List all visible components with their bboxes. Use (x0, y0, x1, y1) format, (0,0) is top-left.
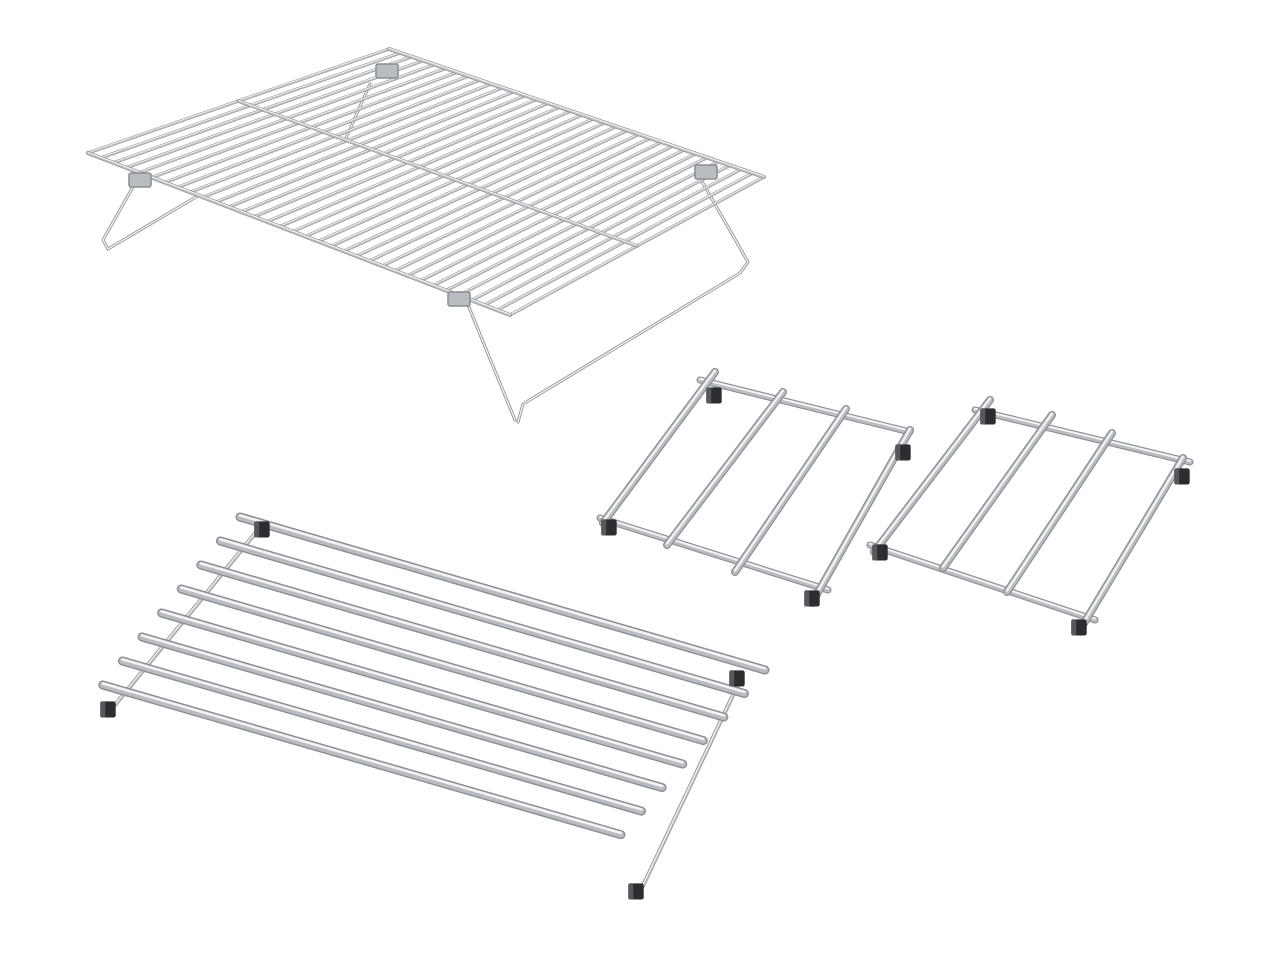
rubber-foot (254, 521, 270, 538)
trivet-bar (808, 426, 914, 607)
rubber-foot (980, 408, 996, 425)
trivet-bar (176, 584, 708, 746)
trivet-rail (696, 376, 914, 436)
trivet-rail (866, 541, 1099, 624)
small-trivet-left (596, 368, 914, 607)
rubber-foot (895, 444, 911, 461)
cooling-rack (86, 47, 766, 424)
rubber-foot (872, 544, 888, 561)
rubber-foot (628, 883, 644, 900)
rack-leg (466, 303, 517, 422)
trivet-bar (157, 608, 688, 769)
rack-leg (101, 176, 198, 251)
trivet-bar (663, 388, 787, 549)
trivet-rail (596, 514, 832, 594)
trivet-bar (939, 411, 1056, 572)
rack-hinge (447, 291, 471, 307)
trivet-rail (638, 674, 744, 894)
trivet-bar (117, 656, 647, 816)
rack-frame (387, 47, 766, 179)
rack-hinge (375, 63, 399, 79)
trivet-bar (235, 512, 770, 675)
large-trivet (98, 512, 770, 900)
rubber-foot (706, 387, 722, 404)
rack-hinge (694, 164, 718, 180)
rubber-foot (1071, 619, 1087, 636)
trivet-rail (113, 523, 264, 707)
trivet-rail (971, 406, 1194, 466)
trivet-bar (215, 536, 749, 699)
rubber-foot (100, 701, 116, 718)
rubber-foot (601, 519, 617, 536)
trivet-bar (731, 405, 850, 576)
rack-support-wire (236, 99, 639, 248)
trivet-bar (1003, 429, 1116, 596)
trivet-bar (137, 632, 667, 793)
trivet-bar (196, 560, 729, 722)
trivet-bar (98, 680, 626, 840)
small-trivet-right (866, 396, 1194, 636)
rack-leg (516, 176, 750, 424)
rack-hinge (128, 172, 152, 188)
rubber-foot (804, 590, 820, 607)
rubber-foot (1174, 468, 1190, 485)
rubber-foot (729, 670, 745, 687)
trivet-bar (870, 396, 994, 556)
rack-frame (86, 151, 512, 317)
trivet-bar (1076, 454, 1187, 634)
trivet-bar (599, 368, 719, 527)
